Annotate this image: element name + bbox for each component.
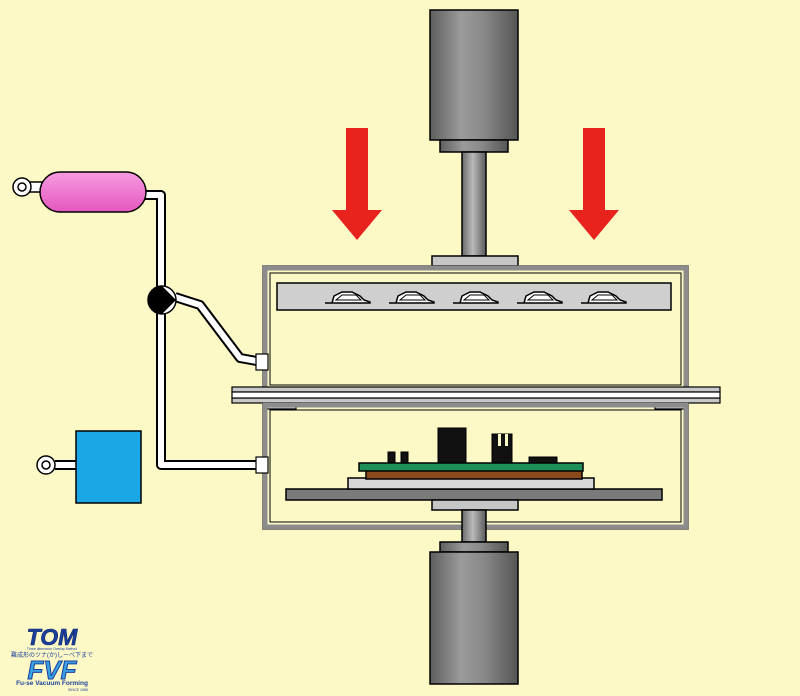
logo-japanese: 難成形のツナ(か)しーべ下まで	[11, 651, 93, 659]
logo-mark: FVF	[27, 655, 77, 685]
air-reservoir	[29, 171, 147, 213]
heater-lamp-icon	[581, 291, 627, 304]
heater-lamp-icon	[453, 291, 499, 304]
upper-cylinder	[429, 9, 519, 267]
pcb-workpiece	[358, 427, 584, 480]
valve-handle-icon	[36, 455, 56, 475]
three-way-valve-icon	[147, 285, 177, 315]
forming-table	[285, 477, 663, 501]
lower-cylinder	[429, 499, 519, 685]
press-arrow-right	[569, 128, 619, 240]
company-logo: TOM Three dimension Overlay Method 難成形のツ…	[11, 624, 93, 692]
vacuum-piping	[40, 182, 269, 474]
logo-name: Fu-se Vacuum Forming	[16, 680, 88, 687]
heater-lamp-icon	[389, 291, 435, 304]
press-arrow-left	[332, 128, 382, 240]
valve-handle-icon	[12, 177, 32, 197]
logo-brand: TOM	[27, 624, 79, 650]
vacuum-pump	[75, 430, 142, 504]
heater-lamp-icon	[325, 291, 371, 304]
logo-since: SINCE 1986	[68, 688, 88, 692]
heater-lamp-icon	[517, 291, 563, 304]
logo-tagline: Three dimension Overlay Method	[27, 647, 77, 651]
